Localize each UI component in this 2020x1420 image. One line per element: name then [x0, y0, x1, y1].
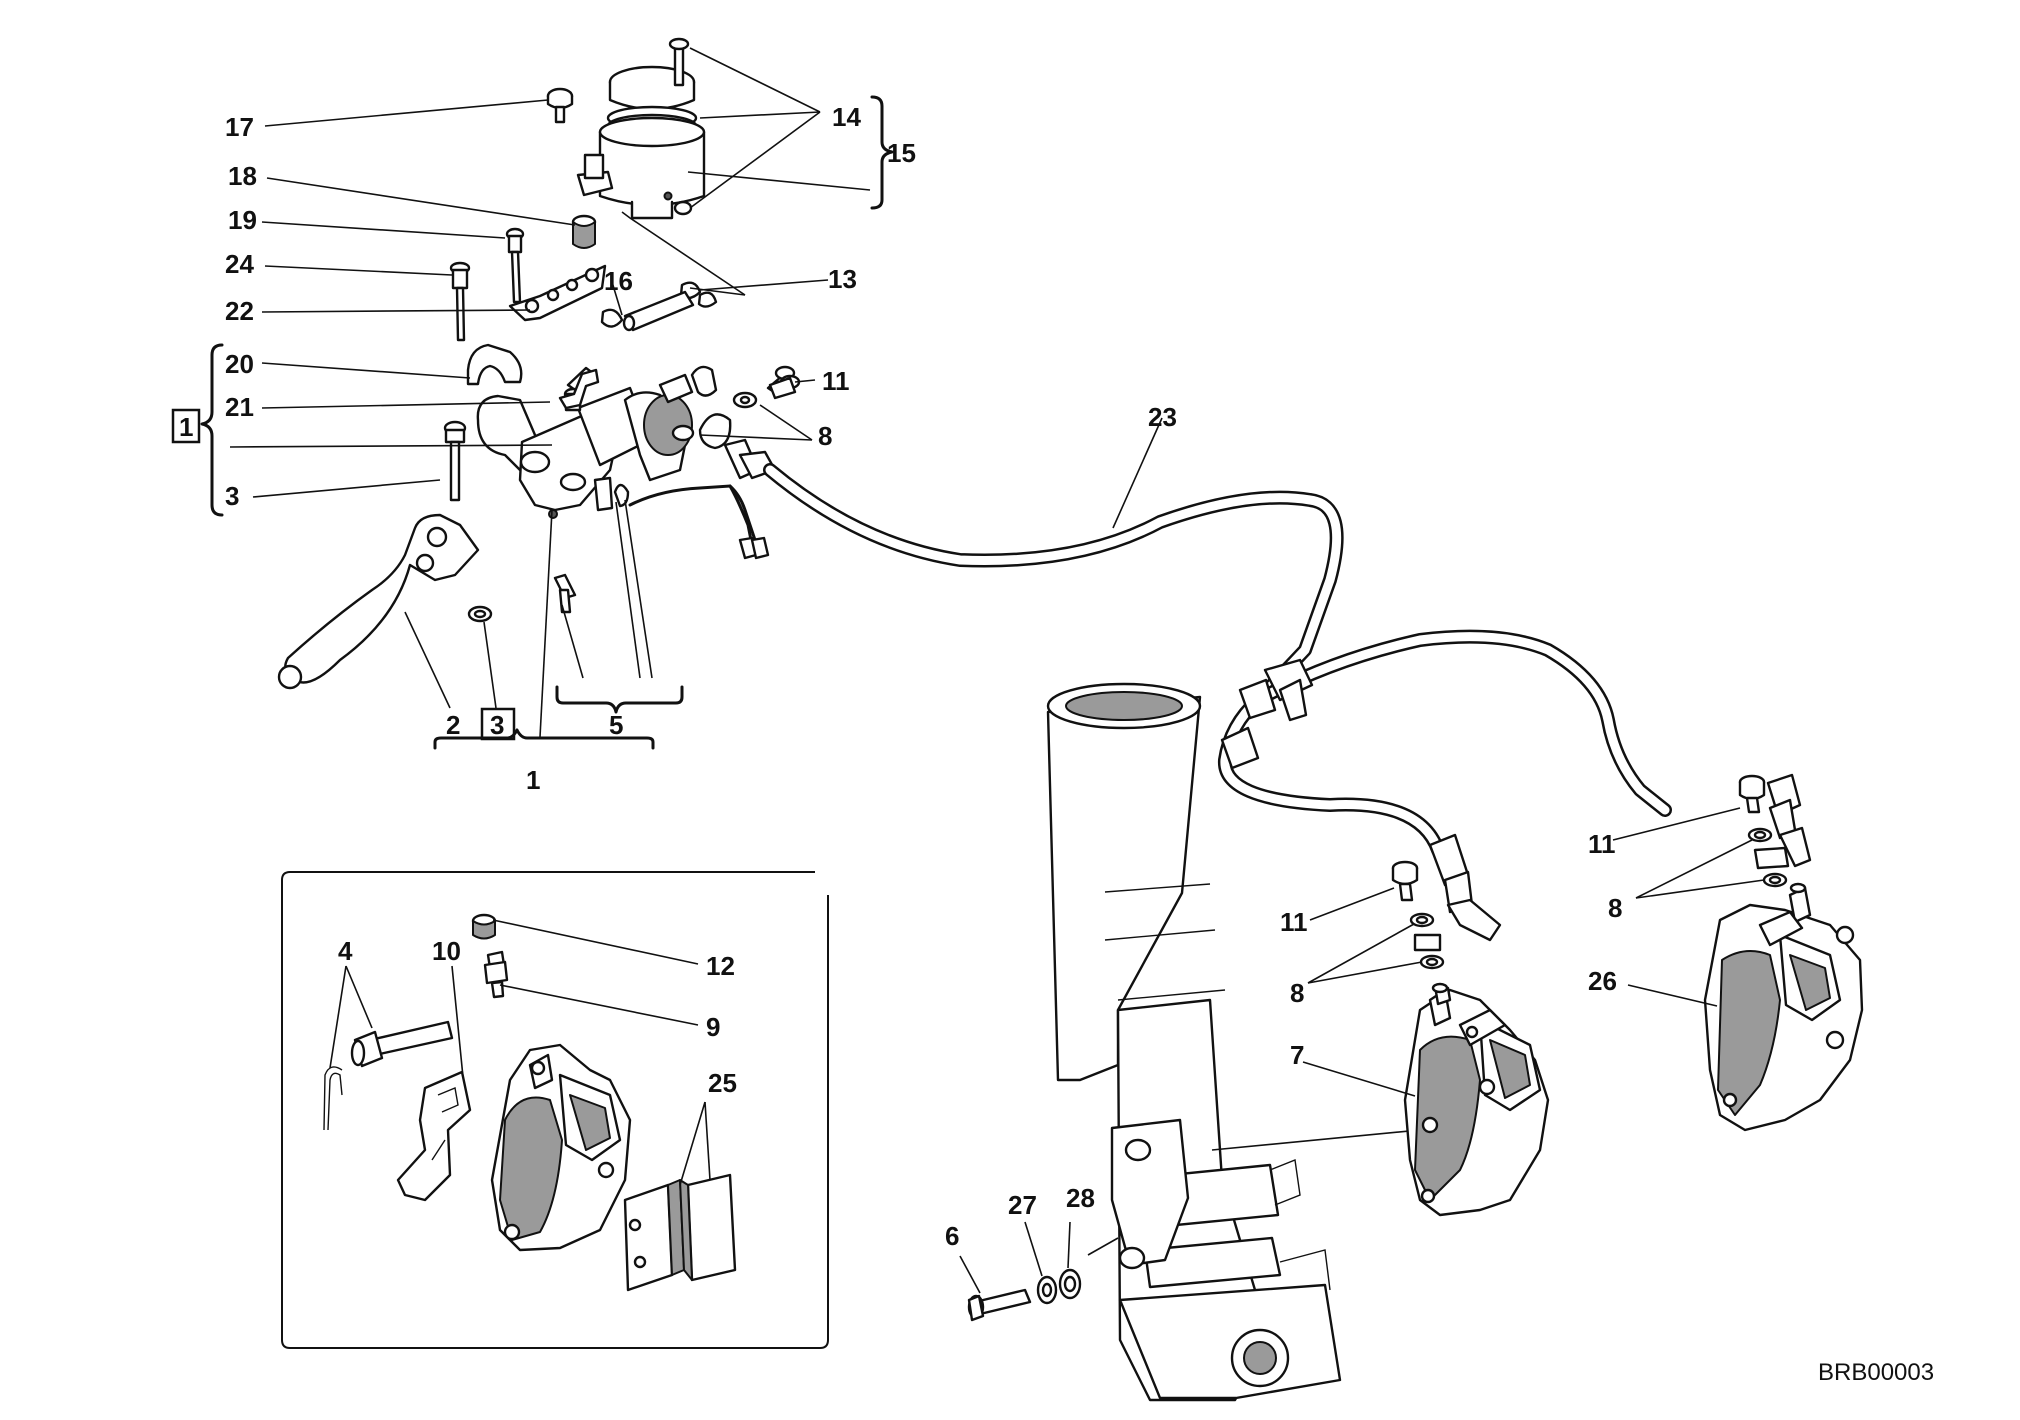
screw-24	[449, 261, 471, 342]
callout-20: 20	[225, 349, 254, 379]
callout-numbers: 17 18 19 24 22 20 21 1 3 14 15 16 13 11 …	[179, 102, 1622, 1251]
callout-23: 23	[1148, 402, 1177, 432]
callout-8-left: 8	[1290, 978, 1304, 1008]
callout-14: 14	[832, 102, 861, 132]
callout-1: 1	[526, 765, 540, 795]
r-clip-4	[323, 1066, 343, 1131]
washer-lever	[467, 605, 493, 623]
bleed-cap-12	[471, 913, 497, 940]
callout-22: 22	[225, 296, 254, 326]
callout-16: 16	[604, 266, 633, 296]
caliper-detail-inset	[281, 871, 829, 1349]
fork-leg	[1046, 682, 1473, 1402]
callout-26: 26	[1588, 966, 1617, 996]
callout-11-right: 11	[1588, 829, 1616, 859]
callout-7: 7	[1290, 1040, 1304, 1070]
callout-24: 24	[225, 249, 254, 279]
callout-8-top: 8	[818, 421, 832, 451]
caliper-inset	[490, 1043, 632, 1252]
clamp-top-20	[466, 343, 523, 386]
grommet-18	[571, 214, 597, 249]
elbow-fitting	[558, 368, 600, 410]
brake-switch-clip	[593, 476, 630, 512]
callout-28: 28	[1066, 1183, 1095, 1213]
callout-8-right: 8	[1608, 893, 1622, 923]
hose-clamps-16	[600, 281, 718, 328]
callout-6: 6	[945, 1221, 959, 1251]
bracket-braces	[200, 95, 894, 750]
bolt-6	[967, 1288, 1032, 1322]
reservoir-nut	[673, 200, 693, 216]
brake-fluid-reservoir	[598, 65, 706, 220]
pivot-bolt-3	[443, 420, 467, 502]
callout-9: 9	[706, 1012, 720, 1042]
reservoir-hose-13	[622, 290, 695, 332]
washers-8-left	[1409, 912, 1445, 970]
callout-5: 5	[609, 710, 623, 740]
screw-19	[505, 227, 525, 304]
callout-12: 12	[706, 951, 735, 981]
bolt-17	[546, 87, 574, 124]
caliper-right-26	[1703, 882, 1864, 1132]
reservoir-bracket	[576, 153, 614, 197]
pin-bolt-4	[350, 1020, 454, 1068]
pad-spring-10	[396, 1070, 472, 1202]
brake-light-switch-screw	[553, 573, 577, 614]
washer-27	[1036, 1275, 1058, 1305]
banjo-bolt-11-top	[768, 374, 801, 400]
callout-3: 3	[225, 481, 239, 511]
callout-17: 17	[225, 112, 254, 142]
banjo-bolt-11-left	[1391, 860, 1419, 902]
brake-pads-25	[623, 1173, 737, 1292]
callout-10: 10	[432, 936, 461, 966]
callout-3-boxed: 3	[490, 710, 504, 740]
master-cylinder-body	[476, 386, 693, 519]
caliper-left-7	[1403, 982, 1550, 1217]
callout-25: 25	[708, 1068, 737, 1098]
washers-8-right	[1747, 827, 1790, 888]
callout-19: 19	[228, 205, 257, 235]
reference-code: BRB00003	[1818, 1359, 1934, 1386]
callout-11-left: 11	[1280, 907, 1308, 937]
callout-15: 15	[887, 138, 916, 168]
callout-1-boxed: 1	[179, 412, 193, 442]
callout-13: 13	[828, 264, 857, 294]
leader-lines	[229, 47, 1765, 1294]
brake-switch-wire	[628, 484, 770, 560]
banjo-bolt-11-right	[1738, 774, 1766, 814]
bleed-valve-9	[483, 950, 509, 999]
mounting-plate-22	[508, 264, 607, 322]
hose-junction	[1220, 658, 1314, 770]
brake-hose-23	[763, 463, 1672, 887]
callout-2: 2	[446, 710, 460, 740]
callout-4: 4	[338, 936, 353, 966]
reservoir-screw	[668, 37, 690, 87]
callout-27: 27	[1008, 1190, 1037, 1220]
brake-lever-2	[277, 513, 480, 690]
washer-28	[1058, 1268, 1082, 1300]
callout-21: 21	[225, 392, 254, 422]
hose-fittings-lower	[1428, 773, 1812, 942]
boxed-markers	[171, 408, 516, 741]
callout-18: 18	[228, 161, 257, 191]
callout-11-top: 11	[822, 366, 850, 396]
